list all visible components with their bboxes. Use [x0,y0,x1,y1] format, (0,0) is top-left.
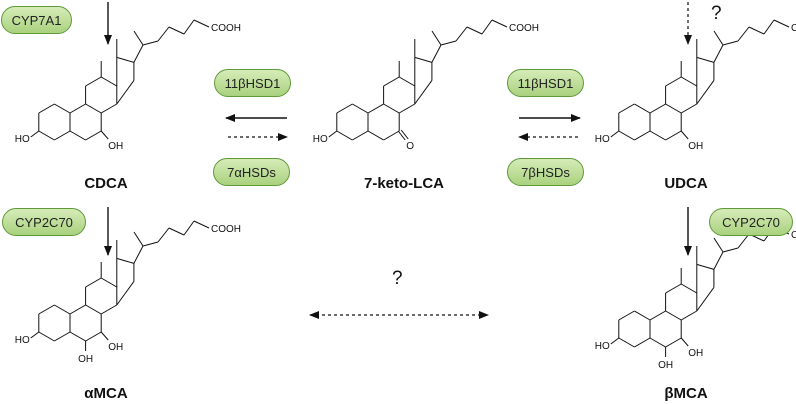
hsd11b1-left-enzyme: 11βHSD1 [214,69,291,97]
unknown-udca-origin-label: ? [711,3,722,24]
ho-group-label: HO [313,134,328,145]
oh-7-group-label: OH [688,141,703,152]
hsd11b1-right-enzyme: 11βHSD1 [507,69,584,97]
cdca-label: CDCA [84,175,128,192]
cdca-structure: COOH HO OH [15,19,241,152]
bmca-structure: COOH HO OH OH [595,226,796,371]
cooh-group-label: COOH [211,23,241,34]
cooh-group-label: COOH [509,23,539,34]
cooh-group-label: COOH [791,23,796,34]
cooh-group-label: COOH [211,224,241,235]
oh-7-group-label: OH [108,141,123,152]
ho-group-label: HO [595,341,610,352]
udca-label: UDCA [664,175,708,192]
oh-7-group-label: OH [108,342,123,353]
amca-label: αMCA [84,385,128,402]
amca-structure: COOH HO OH OH [15,220,241,365]
ho-group-label: HO [15,335,30,346]
ho-group-label: HO [15,134,30,145]
oh-7-group-label: OH [688,348,703,359]
hsd7b-enzyme: 7βHSDs [507,158,584,186]
hsd7a-enzyme: 7αHSDs [213,158,290,186]
keto-lca-label: 7-keto-LCA [363,175,445,192]
oh-6-group-label: OH [78,354,93,365]
unknown-mca-conversion-label: ? [392,268,403,289]
keto-oxygen-label: O [406,141,414,152]
udca-structure: COOH HO OH [595,19,796,152]
cyp2c70-left-enzyme: CYP2C70 [2,208,86,236]
oh-6-group-label: OH [658,360,673,371]
cyp7a1-enzyme: CYP7A1 [1,6,72,34]
ho-group-label: HO [595,134,610,145]
cyp2c70-right-enzyme: CYP2C70 [709,208,793,236]
cooh-group-label: COOH [791,230,796,241]
bmca-label: βMCA [664,385,708,402]
keto-lca-structure: COOH HO O [313,19,539,152]
